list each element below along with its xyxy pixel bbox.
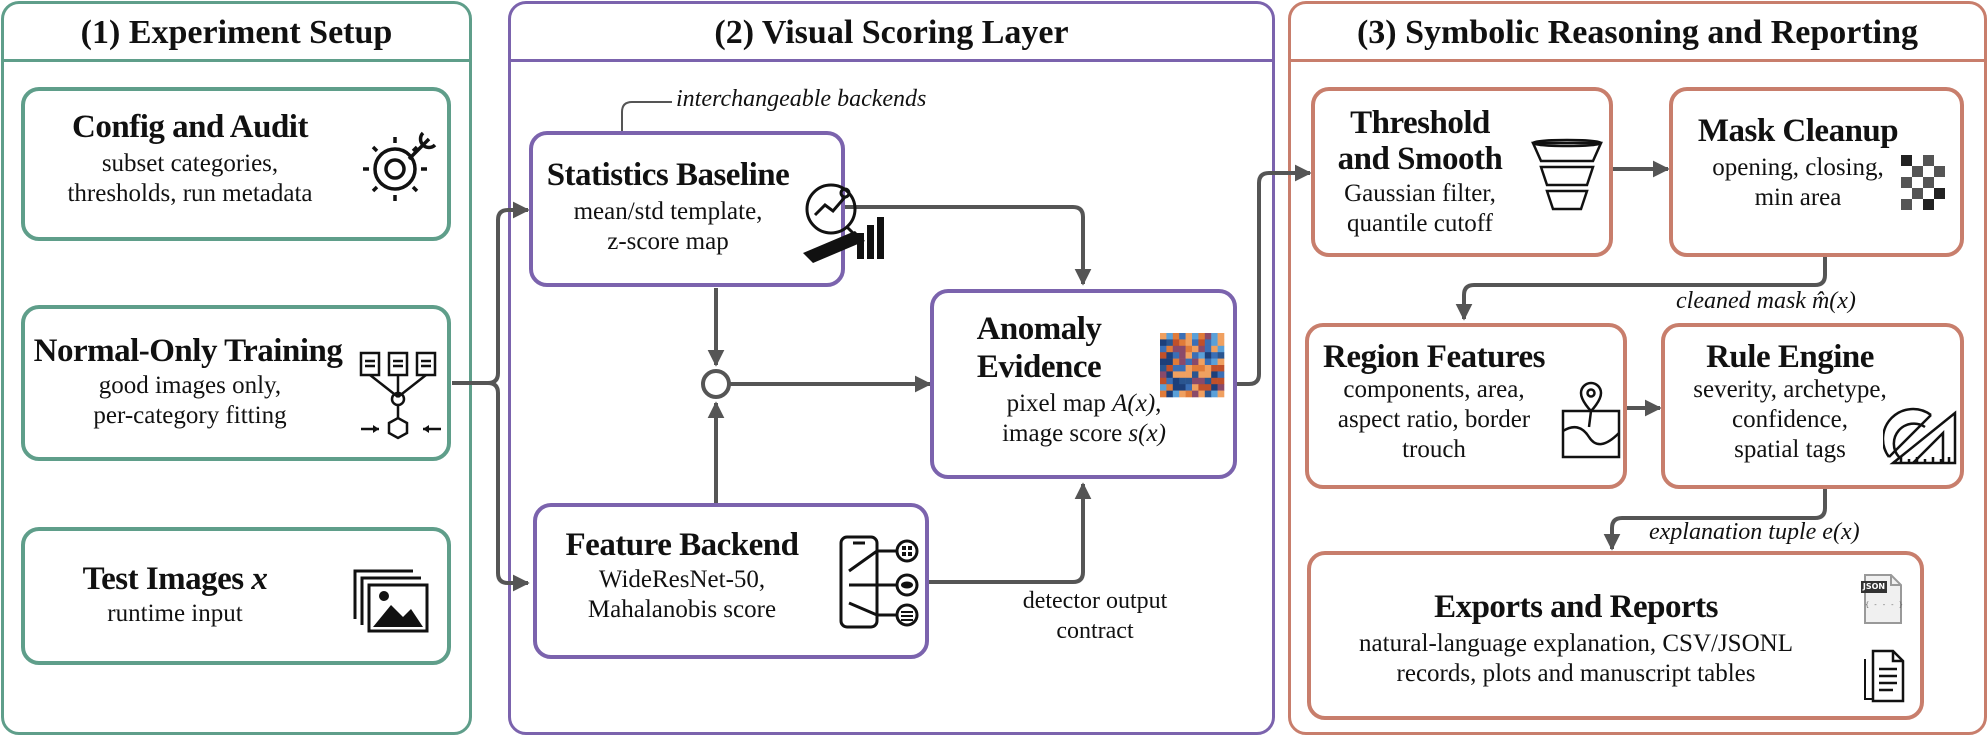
combiner-node — [701, 369, 731, 399]
box-desc: Gaussian filter, — [1344, 180, 1496, 207]
documents-network-icon — [359, 351, 441, 440]
panel-divider — [511, 59, 1272, 62]
box-title: Mask Cleanup — [1697, 113, 1899, 149]
box-desc: aspect ratio, border — [1337, 406, 1531, 433]
box-mask-cleanup: Mask Cleanup opening, closing, min area — [1669, 87, 1964, 257]
label-interchangeable-backends: interchangeable backends — [676, 86, 927, 112]
desc-var: A(x) — [1112, 390, 1156, 417]
label-detector-output: detector output contract — [985, 586, 1205, 646]
box-desc: subset categories, — [101, 150, 279, 177]
panel-divider — [4, 59, 469, 62]
box-title: Feature Backend — [565, 527, 799, 563]
box-title: Test Images x — [25, 561, 325, 597]
arrow-feature-to-anomaly — [927, 482, 1092, 584]
arrow-cleanup-to-region — [1455, 256, 1827, 321]
box-title: Region Features — [1323, 339, 1545, 375]
box-title: Exports and Reports — [1434, 589, 1718, 625]
box-title-text: Test Images — [82, 561, 252, 597]
box-desc: image score s(x) — [934, 419, 1234, 449]
map-pin-icon — [1561, 381, 1621, 459]
checker-mask-icon — [1901, 155, 1945, 210]
label-text: cleaned mask — [1676, 288, 1812, 314]
box-title: Evidence — [976, 349, 1102, 385]
json-file-icon: JSON { - - - } — [1861, 573, 1905, 625]
desc-text: image score — [1002, 420, 1129, 447]
filter-stack-icon — [1531, 138, 1603, 211]
box-title: Config and Audit — [72, 109, 308, 145]
box-desc: components, area, — [1343, 376, 1525, 403]
box-desc: records, plots and manuscript tables — [1396, 660, 1756, 687]
box-desc: runtime input — [107, 600, 243, 627]
arrow-rules-to-exports — [1603, 489, 1827, 551]
protractor-ruler-icon — [1883, 407, 1957, 465]
box-desc: thresholds, run metadata — [67, 180, 313, 207]
box-title: Statistics Baseline — [546, 157, 790, 193]
magnifier-chart-icon — [803, 183, 884, 263]
label-detector-line1: detector output — [1022, 588, 1168, 614]
box-feature-backend: Feature Backend WideResNet-50, Mahalanob… — [533, 503, 929, 659]
desc-text: pixel map — [1006, 390, 1113, 417]
box-desc: WideResNet-50, — [598, 566, 766, 593]
box-title: Rule Engine — [1706, 339, 1874, 375]
box-config-audit: Config and Audit subset categories, thre… — [21, 87, 451, 241]
box-threshold-smooth: Threshold and Smooth Gaussian filter, qu… — [1311, 87, 1613, 257]
box-desc: pixel map A(x), — [934, 389, 1234, 419]
panel-symbolic-reasoning: (3) Symbolic Reasoning and Reporting — [1288, 1, 1987, 735]
arrow-training-to-stats — [452, 201, 530, 385]
box-desc: trouch — [1402, 436, 1466, 463]
box-title: and Smooth — [1337, 141, 1503, 177]
box-desc: opening, closing, — [1712, 154, 1884, 181]
arrow-training-to-feature — [487, 381, 530, 592]
interchangeable-bracket — [621, 101, 672, 132]
panel-title-scoring: (2) Visual Scoring Layer — [714, 14, 1069, 51]
box-title: Normal-Only Training — [33, 333, 343, 369]
box-anomaly-evidence: Anomaly Evidence pixel map A(x), image s… — [930, 289, 1237, 479]
box-desc: spatial tags — [1734, 436, 1846, 463]
desc-var: s(x) — [1128, 420, 1166, 447]
box-desc: natural-language explanation, CSV/JSONL — [1359, 630, 1793, 657]
arrow-anomaly-to-threshold — [1237, 164, 1312, 386]
image-stack-icon — [353, 569, 429, 633]
document-icon — [1864, 649, 1905, 703]
box-desc: mean/std template, — [573, 198, 763, 225]
label-explanation-tuple: explanation tuple e(x) — [1649, 519, 1860, 546]
label-detector-line2: contract — [1056, 618, 1134, 644]
json-badge-text: JSON — [1862, 582, 1886, 591]
json-body-text: { - - - } — [1865, 601, 1903, 609]
label-var: e(x) — [1822, 519, 1860, 545]
box-rule-engine: Rule Engine severity, archetype, confide… — [1661, 323, 1964, 489]
box-desc: quantile cutoff — [1346, 210, 1494, 237]
panel-experiment-setup: (1) Experiment Setup — [1, 1, 472, 735]
label-var: m̂(x) — [1811, 288, 1856, 314]
panel-title-setup: (1) Experiment Setup — [80, 14, 393, 51]
gear-wrench-icon — [363, 131, 437, 201]
box-title: Threshold — [1350, 105, 1490, 141]
box-region-features: Region Features components, area, aspect… — [1305, 323, 1627, 489]
panel-divider — [1291, 59, 1984, 62]
box-exports-reports: Exports and Reports natural-language exp… — [1307, 551, 1924, 720]
box-desc: confidence, — [1732, 406, 1848, 433]
label-cleaned-mask: cleaned mask m̂(x) — [1676, 288, 1856, 315]
arrow-stats-to-anomaly — [845, 205, 1092, 286]
panel-title-reasoning: (3) Symbolic Reasoning and Reporting — [1356, 14, 1919, 51]
box-desc: per-category fitting — [93, 402, 287, 429]
box-desc: severity, archetype, — [1693, 376, 1887, 403]
phone-network-icon — [839, 535, 919, 629]
label-text: explanation tuple — [1649, 519, 1823, 545]
box-desc: Mahalanobis score — [587, 596, 777, 623]
box-normal-training: Normal-Only Training good images only, p… — [21, 305, 451, 461]
heatmap-icon — [1160, 333, 1225, 398]
box-test-images: Test Images x runtime input — [21, 527, 451, 665]
panel-visual-scoring: (2) Visual Scoring Layer — [508, 1, 1275, 735]
box-desc: min area — [1754, 184, 1842, 211]
desc-text: , — [1155, 390, 1162, 417]
box-statistics-baseline: Statistics Baseline mean/std template, z… — [529, 131, 884, 287]
box-title: Anomaly — [976, 311, 1102, 347]
box-desc: good images only, — [98, 372, 282, 399]
box-desc: z-score map — [607, 228, 729, 255]
box-title-var: x — [251, 561, 268, 597]
